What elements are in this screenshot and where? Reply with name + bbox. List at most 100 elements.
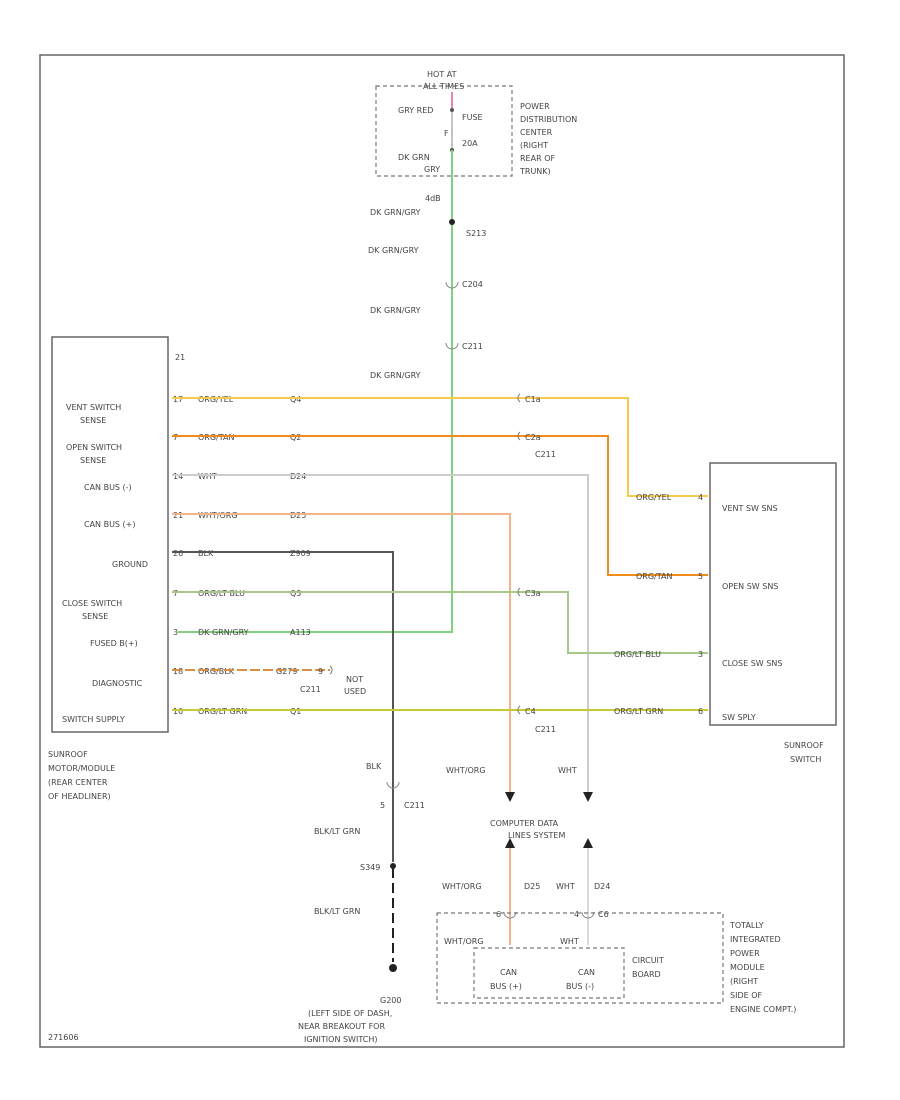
tipm-name-line: (RIGHT xyxy=(730,977,758,986)
ground-name-line: G200 xyxy=(380,996,401,1005)
pdc-name-line: CENTER xyxy=(520,128,553,137)
connector-c1: C1a xyxy=(525,395,541,404)
can-wire-label: WHT xyxy=(558,766,577,775)
pin-number: 3 xyxy=(173,628,178,637)
fuse-rating: 20A xyxy=(462,139,478,148)
connector-c3: C3a xyxy=(525,589,541,598)
feed-seg-1: DK GRN/GRY xyxy=(370,208,421,217)
fuse-node-top xyxy=(450,108,454,112)
diag-pin: 9 xyxy=(318,667,323,676)
feed-wire-path xyxy=(178,150,453,633)
pin-number: 7 xyxy=(173,433,178,442)
not-used-2: USED xyxy=(344,687,366,696)
footer-code: 271606 xyxy=(48,1033,79,1042)
can-lower-label: WHT xyxy=(556,882,575,891)
module-name-line: (REAR CENTER xyxy=(48,778,108,787)
module-name-line: SUNROOF xyxy=(48,750,88,759)
module-box xyxy=(51,336,169,733)
switch-pin-label: SW SPLY xyxy=(722,713,756,722)
connector-symbol xyxy=(517,393,521,403)
circuit-id: Q4 xyxy=(290,395,301,404)
switch-pin: 6 xyxy=(698,707,703,716)
pdc-title-2: ALL TIMES xyxy=(423,82,464,91)
can-connector-symbol xyxy=(581,911,595,919)
module-pin-close: CLOSE SWITCH SENSE 7 ORG/LT BLU Q3 xyxy=(62,589,301,621)
wire-color: WHT xyxy=(198,472,217,481)
pdc-name-line: DISTRIBUTION xyxy=(520,115,577,124)
pdc-label-1: GRY RED xyxy=(398,106,433,115)
feed-seg-3: DK GRN/GRY xyxy=(370,306,421,315)
feed-seg-4: DK GRN/GRY xyxy=(370,371,421,380)
circuit-id: D25 xyxy=(290,511,306,520)
module-pin-diagnostic: DIAGNOSTIC 18 ORG/BLK G279 xyxy=(92,667,297,688)
ground-wire-2: BLK/LT GRN xyxy=(314,827,360,836)
wire-color: WHT/ORG xyxy=(198,511,238,520)
module-top-pin: 21 xyxy=(175,353,185,362)
can-lower-ckt: D25 xyxy=(524,882,540,891)
can-bus-section: WHT/ORG WHT COMPUTER DATA LINES SYSTEM W… xyxy=(442,766,610,945)
arrow-down-icon xyxy=(583,792,593,802)
tipm-box xyxy=(436,912,724,1004)
tipm: WHT/ORG WHT CAN BUS (+) CAN BUS (-) CIRC… xyxy=(436,912,796,1014)
fuse-pin-2: GRY xyxy=(424,165,440,174)
sunroof-switch: ORG/YEL 4 VENT SW SNS ORG/TAN 5 OPEN SW … xyxy=(614,462,837,764)
pdc-box xyxy=(375,85,513,177)
pin-label-2: SENSE xyxy=(80,456,106,465)
pin-label-2: SENSE xyxy=(82,612,108,621)
can-conn: C6 xyxy=(598,910,609,919)
tipm-name-line: POWER xyxy=(730,949,760,958)
splice-s213 xyxy=(449,219,455,225)
connector-c211: C211 xyxy=(535,450,556,459)
fuse-label: FUSE xyxy=(462,113,483,122)
switch-wire: ORG/YEL xyxy=(636,493,672,502)
tipm-inner-wire: WHT xyxy=(560,937,579,946)
can-pin: 4 xyxy=(574,910,579,919)
sunroof-module: 21 SUNROOF MOTOR/MODULE (REAR CENTER OF … xyxy=(48,336,185,801)
ground-name-line: IGNITION SWITCH) xyxy=(304,1035,377,1044)
wire-can-minus xyxy=(172,474,589,792)
can-system-label: LINES SYSTEM xyxy=(508,831,565,840)
switch-name-line: SUNROOF xyxy=(784,741,824,750)
arrow-down-icon xyxy=(505,792,515,802)
diag-connector-symbol xyxy=(329,665,333,675)
conn-c211: C211 xyxy=(462,342,483,351)
tipm-name-line: TOTALLY xyxy=(729,921,764,930)
ground-conn: C211 xyxy=(404,801,425,810)
circuit-id: Q3 xyxy=(290,589,301,598)
switch-pin: 3 xyxy=(698,650,703,659)
switch-wire: ORG/TAN xyxy=(636,572,672,581)
tipm-name-line: SIDE OF xyxy=(730,991,762,1000)
switch-pin-label: CLOSE SW SNS xyxy=(722,659,782,668)
circuit-id: G279 xyxy=(276,667,297,676)
wire-color: ORG/BLK xyxy=(198,667,235,676)
module-name-line: OF HEADLINER) xyxy=(48,792,111,801)
circuit-id: Q1 xyxy=(290,707,301,716)
feed-seg-a: 4dB xyxy=(425,194,441,203)
wire-close-sense xyxy=(172,591,708,654)
pin-number: 7 xyxy=(173,589,178,598)
module-pin-switch-supply: SWITCH SUPPLY 10 ORG/LT GRN Q1 xyxy=(62,707,301,724)
circuit-id: Q2 xyxy=(290,433,301,442)
can-wire-label: WHT/ORG xyxy=(446,766,486,775)
feed-seg-2: DK GRN/GRY xyxy=(368,246,419,255)
pin-number: 21 xyxy=(173,511,183,520)
module-name-line: MOTOR/MODULE xyxy=(48,764,115,773)
splice-label: S213 xyxy=(466,229,486,238)
circuit-id: Z909 xyxy=(290,549,311,558)
tipm-name-line: MODULE xyxy=(730,963,765,972)
ground-wire-1: BLK xyxy=(366,762,382,771)
wire-ground xyxy=(172,551,394,862)
arrow-up-icon xyxy=(583,838,593,848)
switch-pin-label: VENT SW SNS xyxy=(722,504,778,513)
arrow-up-icon xyxy=(505,838,515,848)
fuse-pin-1: F xyxy=(444,129,449,138)
diagram-frame xyxy=(39,54,845,1048)
pin-label: DIAGNOSTIC xyxy=(92,679,143,688)
ground-point-icon xyxy=(389,964,397,972)
wire-can-plus xyxy=(172,513,511,792)
module-pin-can-plus: CAN BUS (+) 21 WHT/ORG D25 xyxy=(84,511,306,529)
circuit-id: D24 xyxy=(290,472,306,481)
pin-label: CAN BUS (-) xyxy=(84,483,132,492)
wire-color: ORG/LT BLU xyxy=(198,589,245,598)
pin-label: CLOSE SWITCH xyxy=(62,599,122,608)
